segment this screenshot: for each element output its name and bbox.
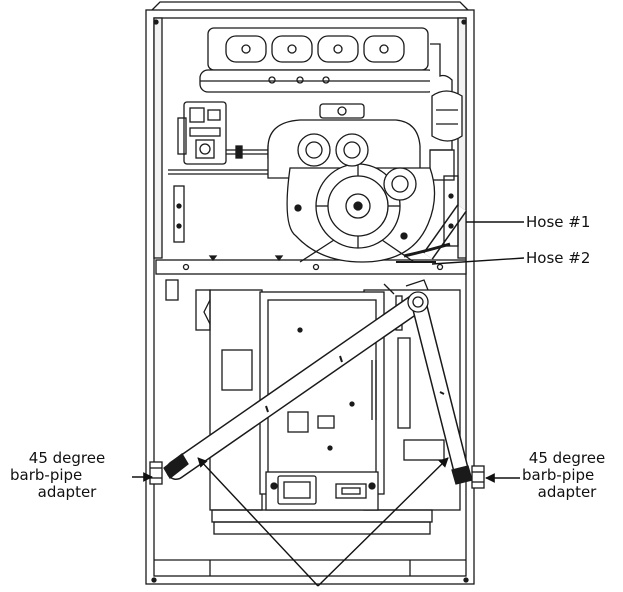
left-adapter-fitting	[149, 461, 163, 485]
bottom-arrow-right	[317, 457, 449, 587]
left-adapter-label: 45 degree barb-pipe adapter	[0, 450, 134, 501]
inducer-blower	[286, 133, 436, 263]
hose1-label: Hose #1	[526, 213, 591, 231]
drain-hose-right	[383, 279, 473, 485]
drain-hose-left	[163, 292, 428, 480]
left-adapter-line2: barb-pipe	[10, 466, 83, 484]
bottom-arrow-left	[197, 457, 319, 587]
left-adapter-line3: adapter	[37, 483, 97, 501]
heat-exchanger	[199, 27, 437, 93]
hose2-label: Hose #2	[526, 249, 591, 267]
right-adapter-fitting	[471, 465, 485, 489]
control-board	[259, 291, 385, 511]
right-adapter-line1: 45 degree	[528, 449, 606, 467]
right-adapter-label: 45 degree barb-pipe adapter	[514, 450, 620, 501]
right-flange	[443, 175, 459, 247]
vent-pipe	[429, 43, 463, 181]
right-adapter-line2: barb-pipe	[522, 466, 595, 484]
hose2-leader	[431, 257, 525, 265]
right-adapter-line3: adapter	[537, 483, 597, 501]
hose-2	[396, 242, 451, 263]
left-adapter-line1: 45 degree	[28, 449, 106, 467]
divider-shelf	[155, 255, 467, 275]
